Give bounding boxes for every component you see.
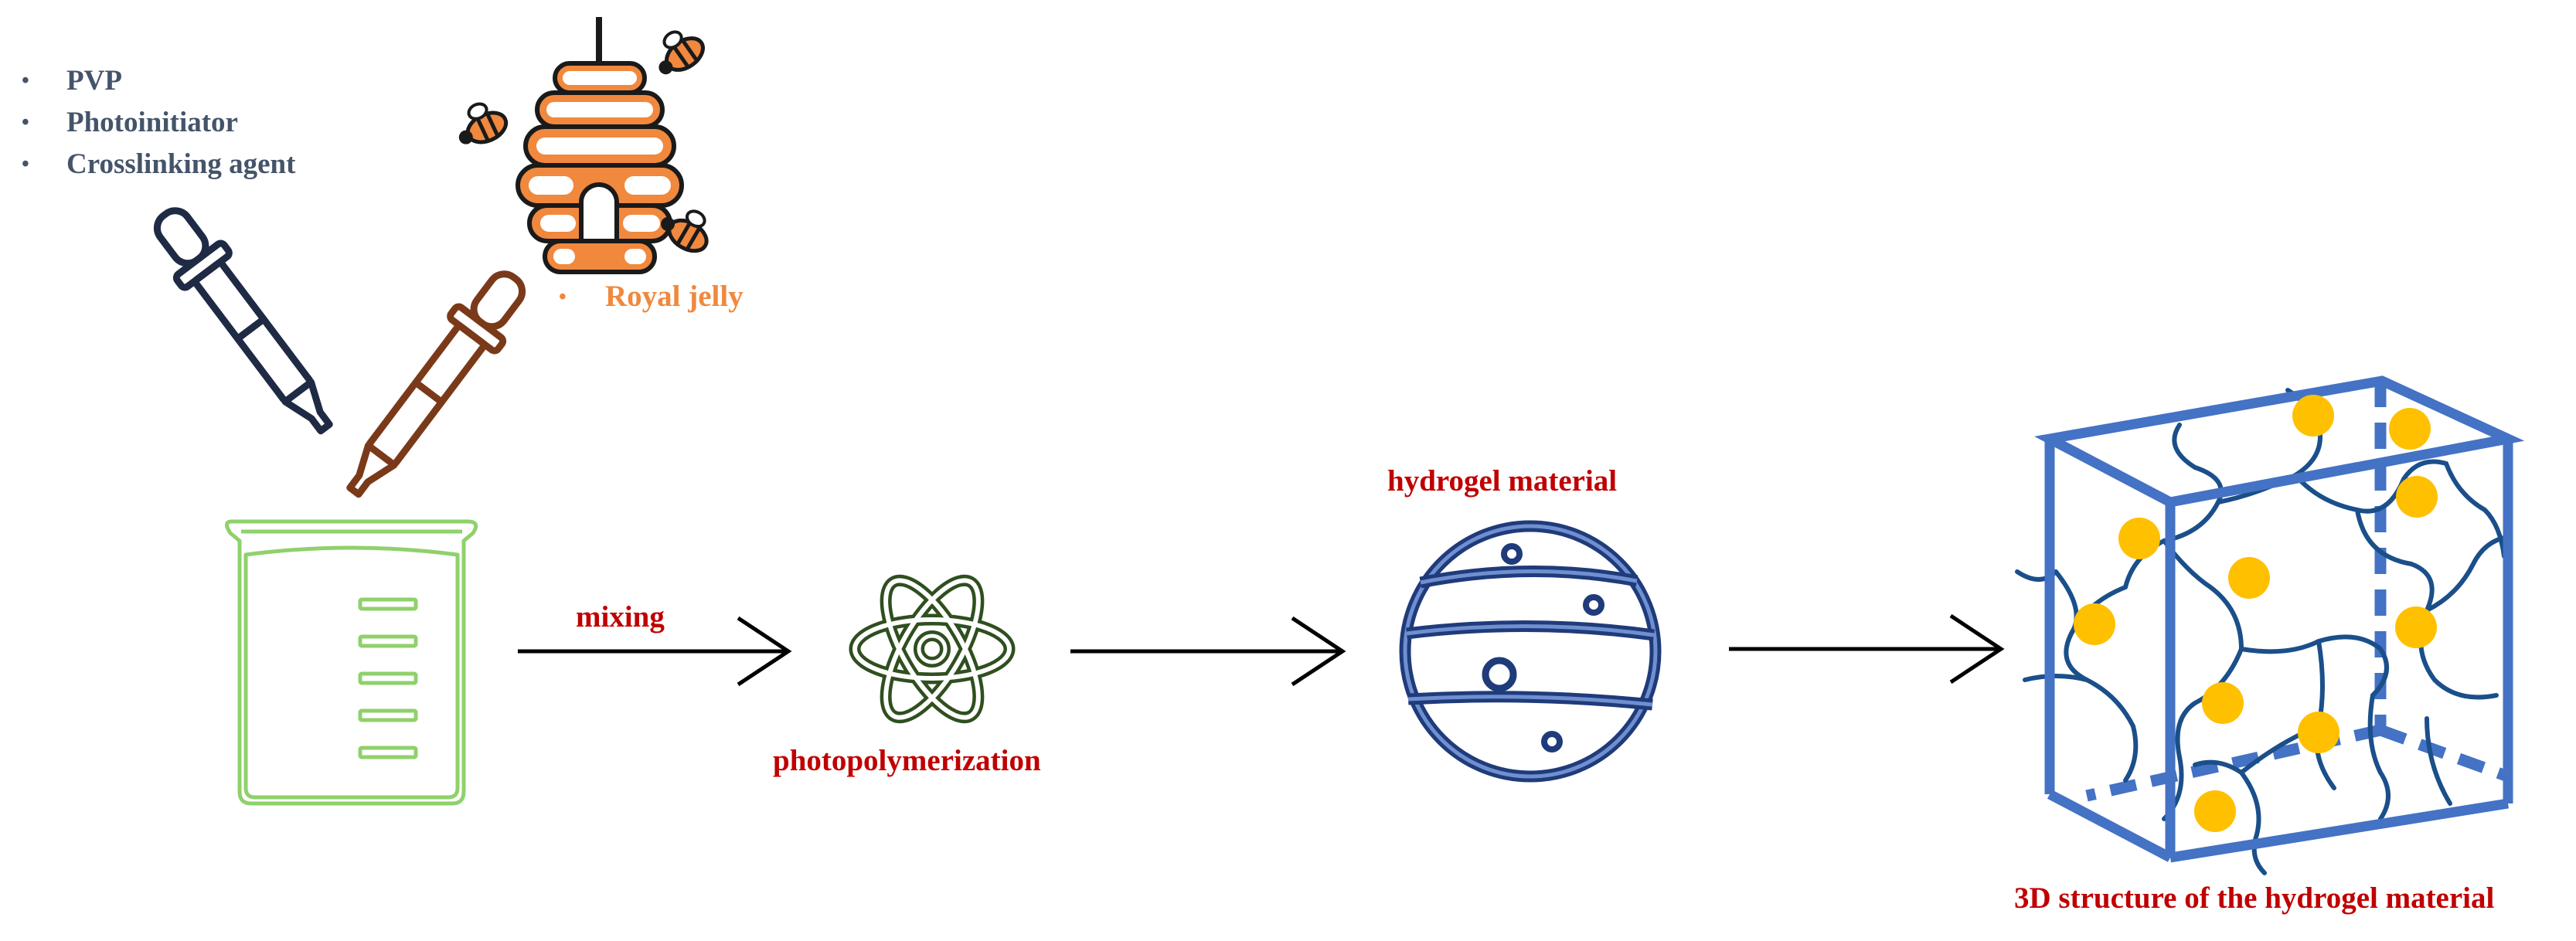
royal-jelly-particles <box>2074 395 2438 832</box>
particle <box>2298 712 2339 753</box>
box-visible-edges <box>2034 375 2525 863</box>
ingredient-list: PVP Photoinitiator Crosslinking agent <box>22 60 295 185</box>
atom-icon <box>849 574 1016 724</box>
dropper-icon-royal-jelly <box>346 270 526 498</box>
ingredient-item: Crosslinking agent <box>22 144 295 185</box>
particle <box>2194 790 2236 832</box>
beehive-icon <box>516 17 684 274</box>
particle <box>2396 476 2438 518</box>
arrow-icon <box>1070 616 1346 687</box>
particle <box>2395 606 2437 648</box>
arrow-icon <box>1729 613 2005 685</box>
ingredient-item: Photoinitiator <box>22 102 295 144</box>
ingredient-item: PVP <box>22 60 295 102</box>
bee-icon <box>458 102 509 144</box>
royal-jelly-label: Royal jelly <box>559 279 744 314</box>
particle <box>2389 408 2431 450</box>
photopolymerization-label: photopolymerization <box>773 744 1041 777</box>
particle <box>2118 518 2160 559</box>
particle <box>2202 682 2244 724</box>
particle <box>2292 395 2334 437</box>
particle <box>2074 603 2115 645</box>
bee-icon <box>661 209 709 253</box>
hydrogel-material-label: hydrogel material <box>1387 464 1618 498</box>
mixing-label: mixing <box>576 600 665 634</box>
bee-icon <box>658 30 705 75</box>
structure-3d-label: 3D structure of the hydrogel material <box>2014 882 2495 915</box>
arrow-icon <box>518 616 792 687</box>
particle <box>2228 557 2270 599</box>
beaker-icon <box>225 519 478 806</box>
hydrogel-sphere-icon <box>1399 520 1662 783</box>
dropper-icon-ingredients <box>153 207 333 435</box>
hydrogel-3d-structure <box>2015 375 2525 875</box>
